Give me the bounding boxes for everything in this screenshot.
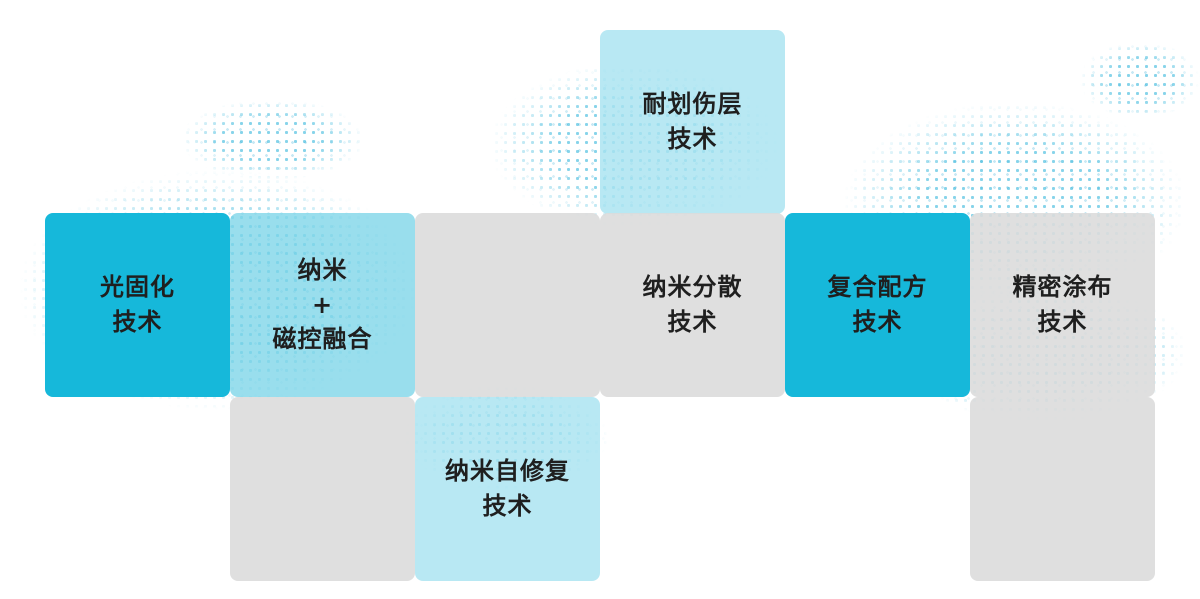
tile-nano-self-repair: 纳米自修复 技术: [415, 397, 600, 581]
tile-precision-coating: 精密涂布 技术: [970, 213, 1155, 397]
tile-label: 复合配方 技术: [827, 273, 928, 336]
tile-label: 纳米分散 技术: [642, 273, 743, 336]
map-dots-upper-left-cluster: [165, 92, 380, 187]
tile-label: 光固化 技术: [100, 273, 175, 336]
tile-empty-bottom-right: [970, 397, 1155, 581]
tile-photo-curing: 光固化 技术: [45, 213, 230, 397]
tile-label: 纳米自修复 技术: [445, 457, 570, 520]
tile-empty-middle: [415, 213, 600, 397]
tile-composite-formula: 复合配方 技术: [785, 213, 970, 397]
tile-nano-dispersion: 纳米分散 技术: [600, 213, 785, 397]
tile-empty-bottom-left: [230, 397, 415, 581]
tile-label: 纳米 + 磁控融合: [272, 255, 373, 354]
tile-label: 精密涂布 技术: [1012, 273, 1113, 336]
tile-scratch-resistant-layer: 耐划伤层 技术: [600, 30, 785, 214]
map-dots-top-right-cluster: [1070, 35, 1200, 125]
tile-label: 耐划伤层 技术: [642, 90, 743, 153]
tile-nano-magnetron-fusion: 纳米 + 磁控融合: [230, 213, 415, 397]
